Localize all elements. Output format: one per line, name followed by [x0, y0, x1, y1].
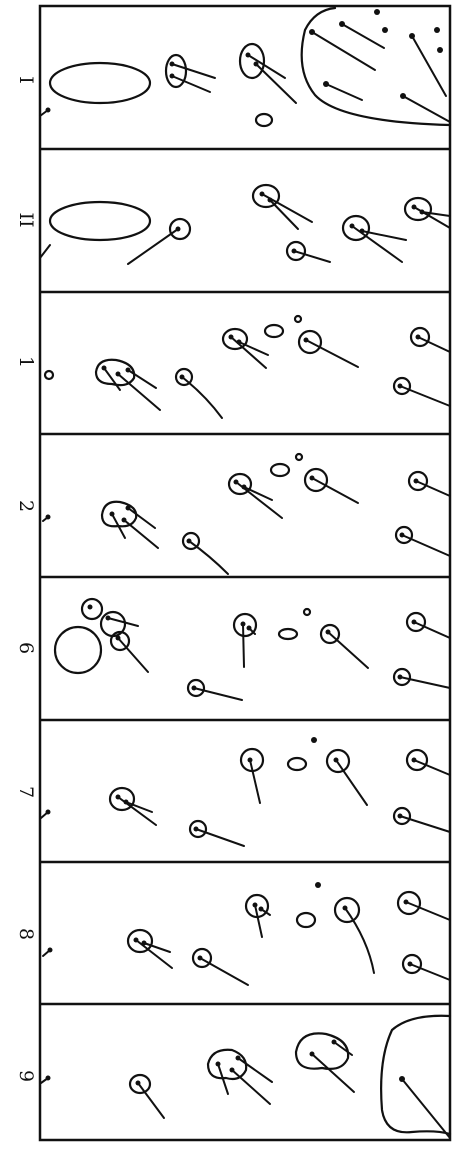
large-circle	[55, 627, 101, 673]
panel-7-drawing	[41, 737, 450, 846]
panel-2-drawing	[43, 454, 450, 574]
panel-label-7: 7	[15, 786, 37, 798]
panel-label-1: 1	[15, 356, 37, 368]
cell-cluster	[102, 502, 136, 527]
panel-labels: I II 1 2 6 7 8 9	[15, 76, 37, 1082]
bulge-outline	[302, 8, 450, 125]
small-oval	[271, 464, 289, 476]
panel-label-8: 8	[15, 928, 37, 940]
cell-ring	[240, 44, 264, 78]
panel-6-drawing	[55, 599, 450, 700]
cell-ring	[223, 329, 247, 349]
figure-frame	[40, 6, 450, 1140]
panel-label-I: I	[15, 76, 37, 84]
small-oval	[256, 114, 272, 126]
small-oval	[297, 913, 315, 927]
small-oval	[288, 758, 306, 770]
small-oval	[265, 325, 283, 337]
cell-cluster	[208, 1050, 246, 1079]
cell-ring	[166, 55, 186, 87]
panel-1-drawing	[45, 316, 450, 418]
cell-ring	[407, 750, 427, 770]
panel-label-9: 9	[15, 1070, 37, 1082]
panel-9-drawing	[41, 1016, 450, 1138]
panel-dividers	[40, 149, 450, 1004]
panel-label-II: II	[15, 212, 37, 227]
panel-II-drawing	[40, 185, 450, 264]
large-oval	[50, 63, 150, 103]
panel-label-2: 2	[15, 500, 37, 512]
panel-label-6: 6	[15, 642, 37, 654]
large-oval	[50, 202, 150, 240]
bulge-outline	[381, 1016, 450, 1134]
small-oval	[279, 629, 297, 639]
panel-I-drawing	[40, 8, 450, 126]
panel-8-drawing	[43, 882, 450, 985]
